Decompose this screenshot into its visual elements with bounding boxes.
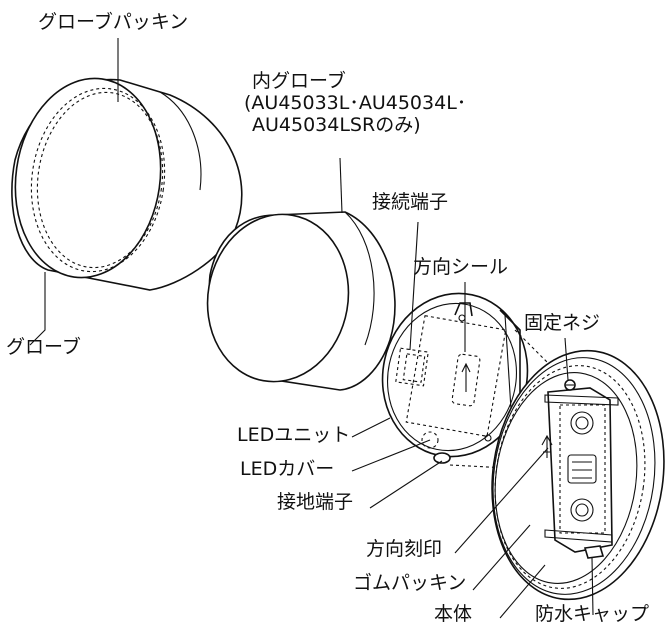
label-inner-globe: 内グローブ bbox=[252, 70, 346, 92]
led-unit-part bbox=[381, 292, 529, 464]
label-globe: グローブ bbox=[6, 336, 81, 358]
label-waterproof-cap: 防水キャップ bbox=[535, 603, 650, 625]
label-fixing-screw: 固定ネジ bbox=[524, 312, 601, 334]
label-ground-terminal: 接地端子 bbox=[277, 491, 354, 513]
label-direction-seal: 方向シール bbox=[413, 256, 509, 278]
inner-globe-part bbox=[206, 211, 396, 391]
globe-part bbox=[11, 77, 243, 291]
label-inner-globe-note-2: AU45034LSRのみ) bbox=[252, 114, 421, 136]
label-main-body: 本体 bbox=[434, 603, 473, 625]
label-glove-packing: グローブパッキン bbox=[38, 11, 189, 33]
label-direction-mark: 方向刻印 bbox=[366, 538, 443, 560]
label-led-cover: LEDカバー bbox=[240, 458, 335, 480]
label-inner-globe-note-1: (AU45033L･AU45034L･ bbox=[244, 92, 467, 114]
leader-lines bbox=[29, 38, 594, 619]
label-connection-terminal: 接続端子 bbox=[372, 191, 449, 213]
label-rubber-packing: ゴムパッキン bbox=[353, 572, 467, 594]
label-led-unit: LEDユニット bbox=[237, 424, 351, 446]
main-body-part bbox=[491, 349, 665, 601]
